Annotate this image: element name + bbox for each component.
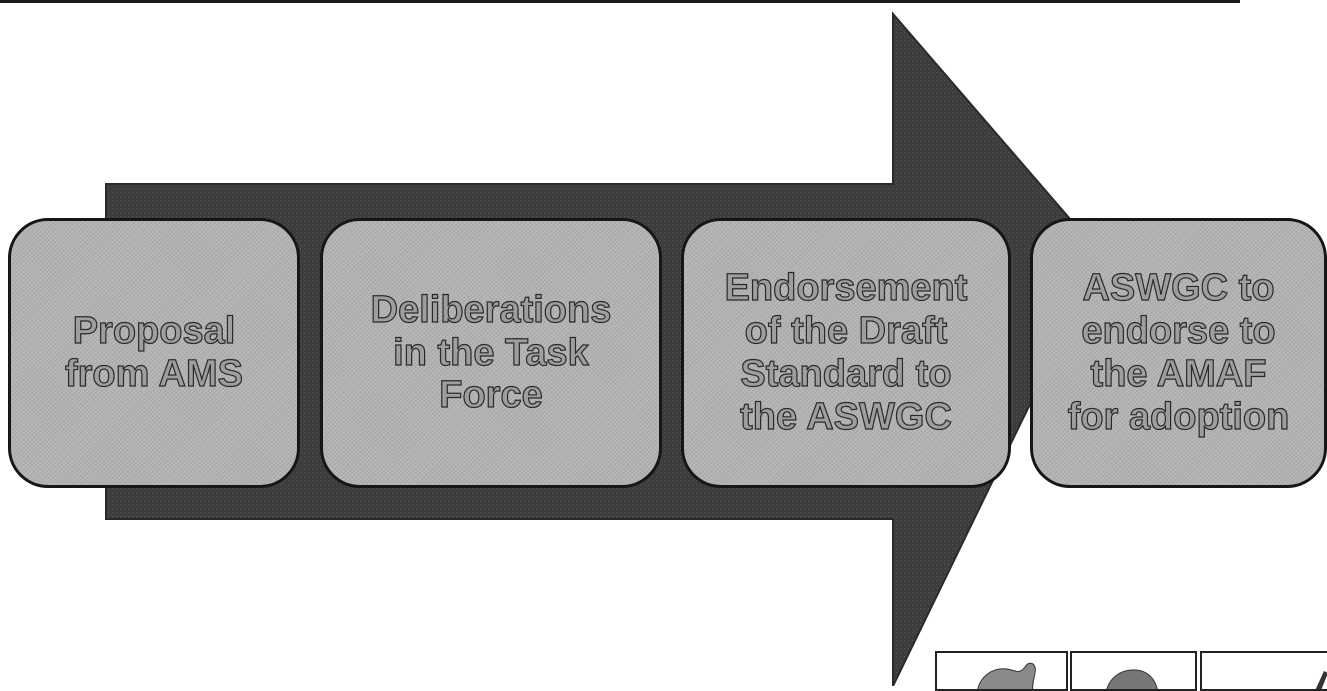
step-label: Proposal from AMS — [64, 309, 244, 395]
thumbnail-image-3 — [1200, 651, 1327, 691]
step-label: Deliberations in the Task Force — [370, 288, 612, 417]
step-label: ASWGC to endorse to the AMAF for adoptio… — [1067, 267, 1290, 439]
thumbnail-image-1 — [935, 651, 1068, 691]
step-endorsement: Endorsement of the Draft Standard to the… — [681, 218, 1011, 488]
step-label: Endorsement of the Draft Standard to the… — [724, 267, 968, 439]
thumbnail-image-2 — [1070, 651, 1197, 691]
top-rule — [0, 0, 1240, 3]
step-aswgc-adoption: ASWGC to endorse to the AMAF for adoptio… — [1030, 218, 1327, 488]
step-proposal: Proposal from AMS — [8, 218, 300, 488]
hand-icon — [1106, 669, 1158, 689]
stroke-icon — [1315, 671, 1327, 689]
hand-icon — [977, 662, 1036, 689]
step-deliberations: Deliberations in the Task Force — [320, 218, 662, 488]
